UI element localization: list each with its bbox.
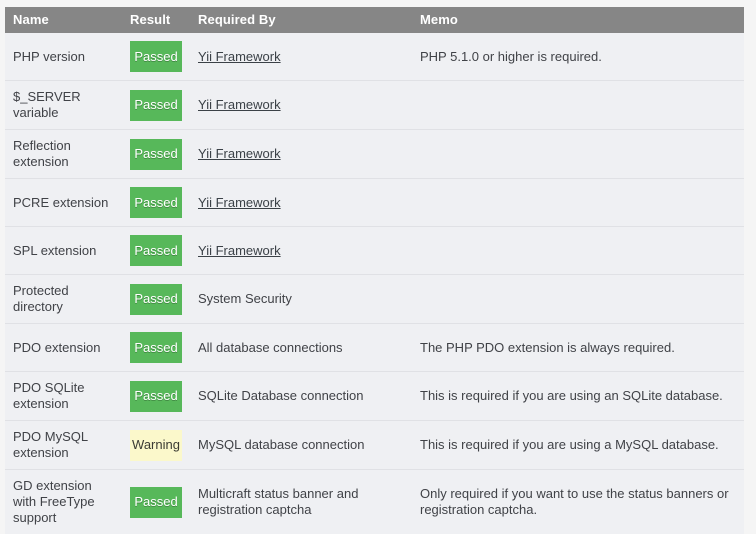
requirements-table: Name Result Required By Memo PHP version… [5, 7, 744, 534]
table-row: Protected directory Passed System Security [5, 275, 744, 324]
status-badge-label: Passed [130, 235, 182, 266]
required-by-link[interactable]: Yii Framework [198, 146, 281, 161]
table-row: PDO MySQL extension Warning MySQL database… [5, 421, 744, 470]
required-by-text: All database connections [198, 340, 343, 355]
status-badge-label: Passed [130, 90, 182, 121]
requirements-page: Name Result Required By Memo PHP version… [0, 0, 756, 446]
status-badge-label: Passed [130, 187, 182, 218]
cell-name: PDO MySQL extension [5, 421, 122, 470]
cell-memo [412, 81, 744, 130]
cell-name: PDO SQLite extension [5, 372, 122, 421]
status-badge: Warning [122, 421, 190, 470]
status-badge: Passed [122, 470, 190, 534]
required-by-link[interactable]: Yii Framework [198, 243, 281, 258]
table-row: PCRE extension Passed Yii Framework [5, 179, 744, 227]
cell-required-by: MySQL database connection [190, 421, 412, 470]
cell-name: SPL extension [5, 227, 122, 275]
table-row: SPL extension Passed Yii Framework [5, 227, 744, 275]
cell-memo [412, 179, 744, 227]
cell-memo: This is required if you are using an SQL… [412, 372, 744, 421]
cell-name: $_SERVER variable [5, 81, 122, 130]
table-row: GD extension with FreeType support Passed… [5, 470, 744, 534]
status-badge-label: Passed [130, 284, 182, 315]
cell-name: Reflection extension [5, 130, 122, 179]
cell-required-by: Yii Framework [190, 179, 412, 227]
column-header-result: Result [122, 7, 190, 33]
table-row: PHP version Passed Yii Framework PHP 5.1.0 … [5, 33, 744, 81]
table-header: Name Result Required By Memo [5, 7, 744, 33]
required-by-link[interactable]: Yii Framework [198, 97, 281, 112]
table-row: $_SERVER variable Passed Yii Framework [5, 81, 744, 130]
table-header-row: Name Result Required By Memo [5, 7, 744, 33]
status-badge-label: Passed [130, 332, 182, 363]
status-badge-label: Warning [130, 430, 182, 461]
required-by-text: System Security [198, 291, 292, 306]
cell-name: GD extension with FreeType support [5, 470, 122, 534]
cell-name: Protected directory [5, 275, 122, 324]
cell-required-by: Yii Framework [190, 130, 412, 179]
cell-required-by: Yii Framework [190, 33, 412, 81]
cell-required-by: Yii Framework [190, 227, 412, 275]
status-badge-label: Passed [130, 41, 182, 72]
cell-name: PDO extension [5, 324, 122, 372]
cell-name: PCRE extension [5, 179, 122, 227]
cell-memo: Only required if you want to use the sta… [412, 470, 744, 534]
cell-memo: This is required if you are using a MySQ… [412, 421, 744, 470]
table-row: PDO SQLite extension Passed SQLite Databas… [5, 372, 744, 421]
cell-memo: The PHP PDO extension is always required… [412, 324, 744, 372]
required-by-text: MySQL database connection [198, 437, 364, 452]
cell-name: PHP version [5, 33, 122, 81]
required-by-text: Multicraft status banner and registratio… [198, 486, 358, 517]
status-badge-label: Passed [130, 487, 182, 518]
cell-memo [412, 275, 744, 324]
required-by-text: SQLite Database connection [198, 388, 364, 403]
cell-required-by: System Security [190, 275, 412, 324]
cell-required-by: All database connections [190, 324, 412, 372]
cell-required-by: Multicraft status banner and registratio… [190, 470, 412, 534]
status-badge: Passed [122, 81, 190, 130]
cell-memo: PHP 5.1.0 or higher is required. [412, 33, 744, 81]
status-badge: Passed [122, 324, 190, 372]
cell-required-by: Yii Framework [190, 81, 412, 130]
status-badge: Passed [122, 227, 190, 275]
required-by-link[interactable]: Yii Framework [198, 195, 281, 210]
status-badge: Passed [122, 275, 190, 324]
cell-memo [412, 130, 744, 179]
table-row: PDO extension Passed All database connecti… [5, 324, 744, 372]
status-badge: Passed [122, 372, 190, 421]
status-badge: Passed [122, 33, 190, 81]
column-header-name: Name [5, 7, 122, 33]
cell-memo [412, 227, 744, 275]
status-badge-label: Passed [130, 139, 182, 170]
table-row: Reflection extension Passed Yii Framework [5, 130, 744, 179]
status-badge-label: Passed [130, 381, 182, 412]
column-header-memo: Memo [412, 7, 744, 33]
column-header-required-by: Required By [190, 7, 412, 33]
cell-required-by: SQLite Database connection [190, 372, 412, 421]
status-badge: Passed [122, 130, 190, 179]
status-badge: Passed [122, 179, 190, 227]
required-by-link[interactable]: Yii Framework [198, 49, 281, 64]
